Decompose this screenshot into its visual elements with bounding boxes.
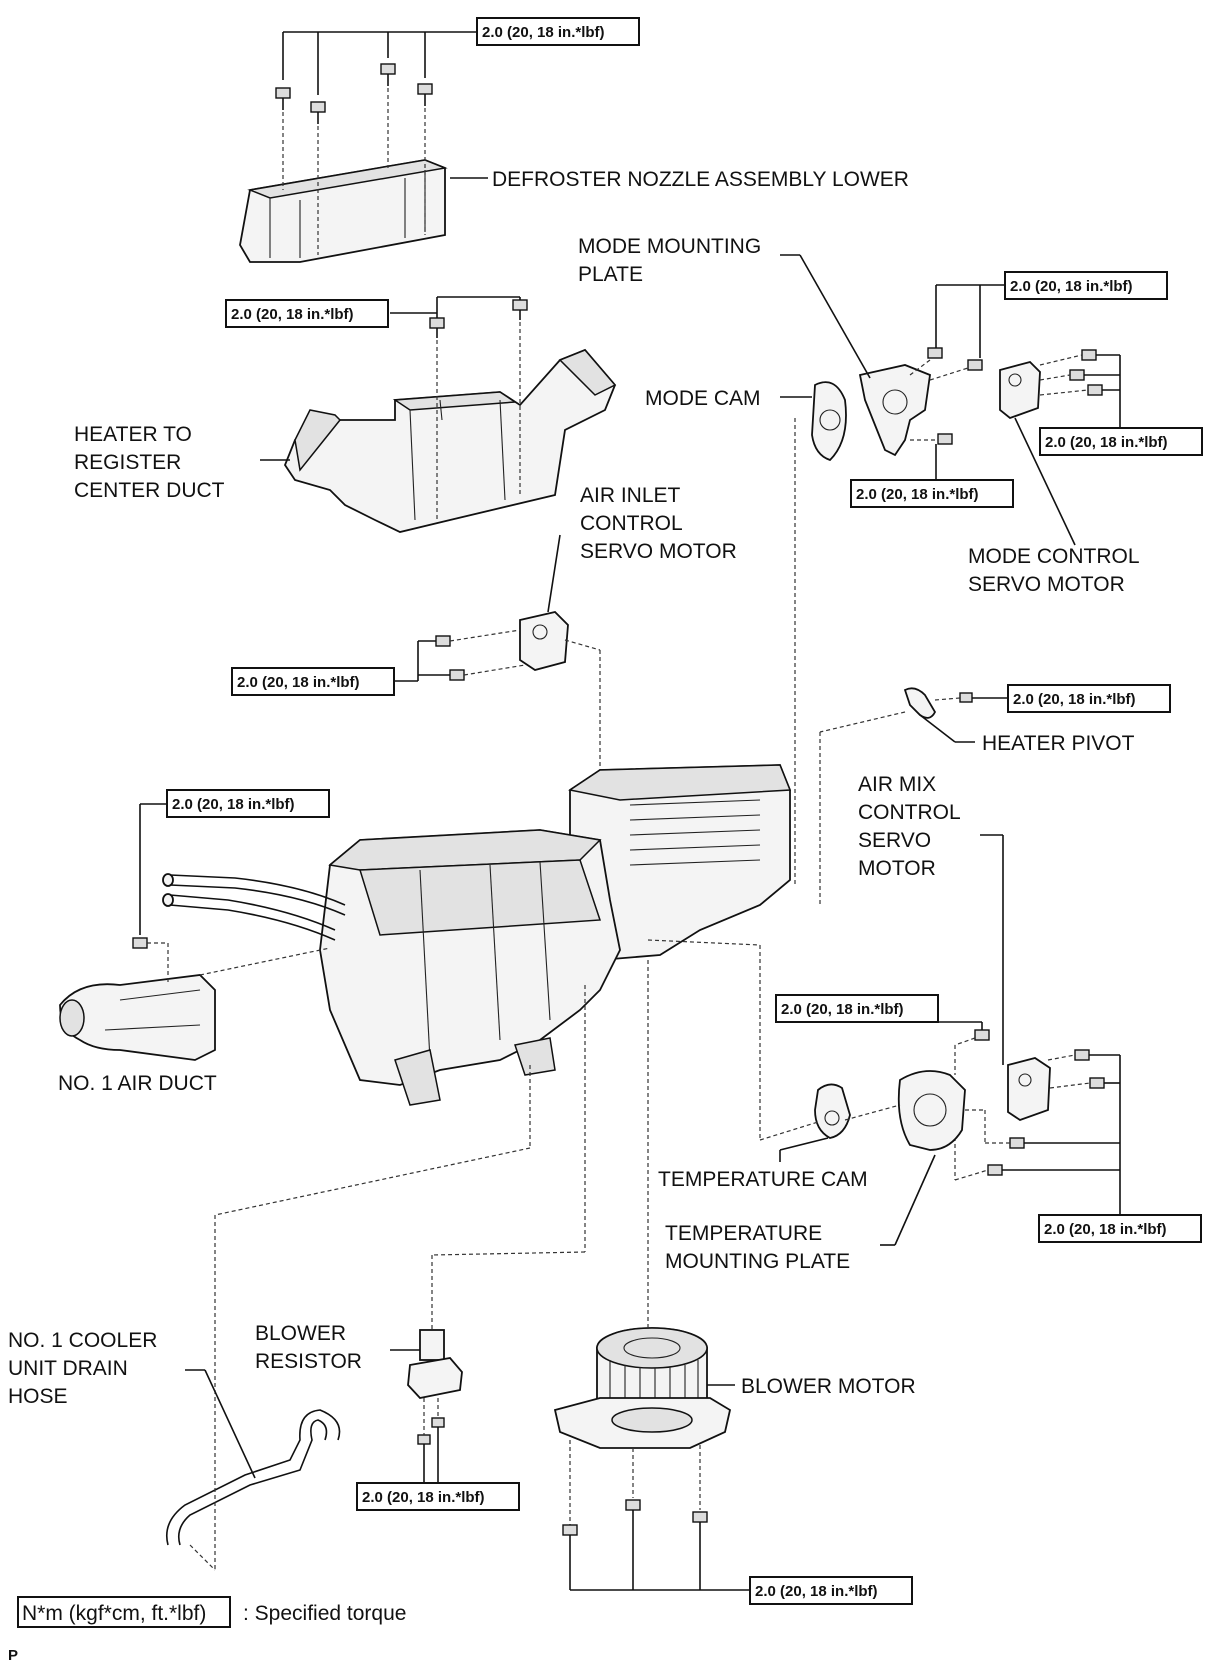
- label-air-mix-1: AIR MIX: [858, 773, 936, 796]
- legend: N*m (kgf*cm, ft.*lbf) : Specified torque: [17, 1596, 406, 1628]
- torque-box-mode-plate-bottom: 2.0 (20, 18 in.*lbf): [850, 479, 1014, 508]
- label-air-mix-4: MOTOR: [858, 857, 936, 880]
- temperature-mounting-plate-part: [897, 1070, 966, 1151]
- mode-cam-part: [811, 381, 847, 462]
- label-mode-mounting-2: PLATE: [578, 263, 643, 286]
- mode-plate-bolts: [909, 284, 1005, 381]
- mode-mounting-plate-part: [858, 364, 931, 457]
- torque-box-blower-motor: 2.0 (20, 18 in.*lbf): [749, 1576, 913, 1605]
- label-drain-hose-3: HOSE: [8, 1385, 68, 1408]
- label-heater-pivot: HEATER PIVOT: [982, 732, 1135, 755]
- label-heater-duct-2: REGISTER: [74, 451, 181, 474]
- label-air-inlet-2: CONTROL: [580, 512, 683, 535]
- label-temp-plate-2: MOUNTING PLATE: [665, 1250, 850, 1273]
- svg-text:2.0 (20, 18 in.*lbf): 2.0 (20, 18 in.*lbf): [1010, 278, 1133, 295]
- legend-box: [17, 1596, 231, 1628]
- heater-duct-bolts: [390, 296, 528, 520]
- legend-box-text: N*m (kgf*cm, ft.*lbf): [22, 1602, 206, 1625]
- label-heater-duct-3: CENTER DUCT: [74, 479, 225, 502]
- drain-hose-part: [166, 1409, 341, 1546]
- label-blower-resistor-1: BLOWER: [255, 1322, 346, 1345]
- defroster-nozzle-part: [239, 159, 448, 263]
- heater-radiator-unit: [319, 764, 792, 1106]
- label-drain-hose-2: UNIT DRAIN: [8, 1357, 128, 1380]
- no1-air-duct-part: [59, 974, 216, 1061]
- footer-mark: P: [8, 1647, 18, 1664]
- mode-servo-bolts: [1039, 349, 1121, 428]
- label-mode-mounting-1: MODE MOUNTING: [578, 235, 761, 258]
- mode-servo-part: [999, 360, 1041, 420]
- svg-text:2.0 (20, 18 in.*lbf): 2.0 (20, 18 in.*lbf): [237, 674, 360, 691]
- svg-text:2.0 (20, 18 in.*lbf): 2.0 (20, 18 in.*lbf): [362, 1489, 485, 1506]
- svg-text:2.0 (20, 18 in.*lbf): 2.0 (20, 18 in.*lbf): [781, 1001, 904, 1018]
- blower-resistor-bolts: [417, 1398, 445, 1491]
- temp-plate-bolt: [934, 1002, 990, 1075]
- air-mix-servo-part: [1007, 1057, 1051, 1121]
- label-temperature-cam: TEMPERATURE CAM: [658, 1168, 868, 1191]
- torque-box-air-mix: 2.0 (20, 18 in.*lbf): [1038, 1214, 1202, 1243]
- svg-text:2.0 (20, 18 in.*lbf): 2.0 (20, 18 in.*lbf): [1045, 434, 1168, 451]
- label-blower-resistor-2: RESISTOR: [255, 1350, 362, 1373]
- label-blower-motor: BLOWER MOTOR: [741, 1375, 916, 1398]
- torque-box-defroster: 2.0 (20, 18 in.*lbf): [476, 17, 640, 46]
- blower-motor-part: [553, 1327, 732, 1449]
- torque-box-blower-resistor: 2.0 (20, 18 in.*lbf): [356, 1482, 520, 1511]
- label-drain-hose-1: NO. 1 COOLER: [8, 1329, 157, 1352]
- label-air-inlet-3: SERVO MOTOR: [580, 540, 737, 563]
- mode-plate-lower-bolt: [910, 433, 953, 480]
- blower-motor-bolts: [562, 1440, 750, 1591]
- defroster-bolts: [275, 31, 477, 255]
- svg-text:2.0 (20, 18 in.*lbf): 2.0 (20, 18 in.*lbf): [231, 306, 354, 323]
- label-air-inlet-1: AIR INLET: [580, 484, 681, 507]
- torque-box-mode-plate-top: 2.0 (20, 18 in.*lbf): [1004, 271, 1168, 300]
- torque-box-heater-duct: 2.0 (20, 18 in.*lbf): [225, 299, 389, 328]
- air-duct-bolt: [132, 804, 331, 985]
- heater-pipes: [162, 873, 346, 941]
- heater-pivot-part: [819, 687, 1008, 905]
- label-mode-servo-1: MODE CONTROL: [968, 545, 1140, 568]
- torque-box-temp-plate: 2.0 (20, 18 in.*lbf): [775, 994, 939, 1023]
- label-air-mix-3: SERVO: [858, 829, 931, 852]
- svg-text:2.0 (20, 18 in.*lbf): 2.0 (20, 18 in.*lbf): [856, 486, 979, 503]
- heater-register-duct-part: [283, 348, 617, 533]
- torque-box-air-inlet: 2.0 (20, 18 in.*lbf): [231, 667, 395, 696]
- label-heater-duct-1: HEATER TO: [74, 423, 192, 446]
- air-inlet-servo-part: [519, 611, 569, 671]
- temperature-cam-part: [814, 1083, 851, 1139]
- svg-text:2.0 (20, 18 in.*lbf): 2.0 (20, 18 in.*lbf): [1044, 1221, 1167, 1238]
- svg-text:2.0 (20, 18 in.*lbf): 2.0 (20, 18 in.*lbf): [172, 796, 295, 813]
- svg-text:2.0 (20, 18 in.*lbf): 2.0 (20, 18 in.*lbf): [755, 1583, 878, 1600]
- label-no1-air-duct: NO. 1 AIR DUCT: [58, 1072, 217, 1095]
- air-mix-servo-bolts: [954, 1049, 1121, 1215]
- blower-resistor-part: [407, 1329, 463, 1399]
- label-mode-cam: MODE CAM: [645, 387, 761, 410]
- label-defroster-nozzle: DEFROSTER NOZZLE ASSEMBLY LOWER: [492, 168, 909, 191]
- torque-box-mode-servo: 2.0 (20, 18 in.*lbf): [1039, 427, 1203, 456]
- label-temp-plate-1: TEMPERATURE: [665, 1222, 822, 1245]
- label-air-mix-2: CONTROL: [858, 801, 961, 824]
- torque-box-air-duct: 2.0 (20, 18 in.*lbf): [166, 789, 330, 818]
- label-mode-servo-2: SERVO MOTOR: [968, 573, 1125, 596]
- legend-description: : Specified torque: [243, 1602, 406, 1625]
- torque-box-heater-pivot: 2.0 (20, 18 in.*lbf): [1007, 684, 1171, 713]
- svg-text:2.0 (20, 18 in.*lbf): 2.0 (20, 18 in.*lbf): [482, 24, 605, 41]
- svg-text:2.0 (20, 18 in.*lbf): 2.0 (20, 18 in.*lbf): [1013, 691, 1136, 708]
